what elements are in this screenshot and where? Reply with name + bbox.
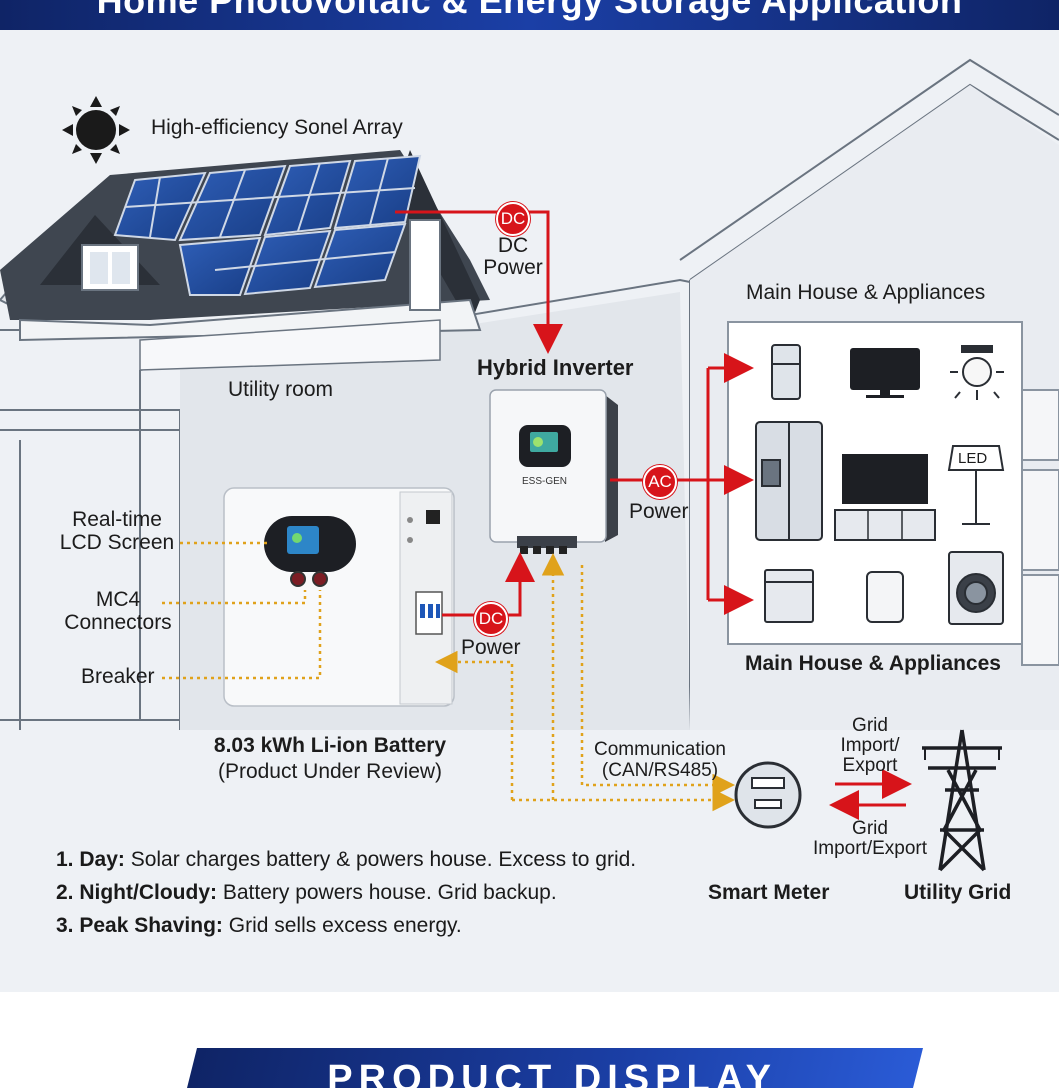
appliance-tv-stand-icon	[834, 454, 936, 541]
top-title-banner: Home Photovoltaic & Energy Storage Appli…	[0, 0, 1059, 30]
scene-drawing	[0, 58, 1059, 1002]
dc-top-badge: DC	[496, 202, 530, 236]
grid-bottom-label-1: Grid	[852, 818, 888, 839]
solar-panels	[113, 154, 422, 296]
lcd-label-1: Real-time	[72, 508, 162, 531]
product-display-banner: PRODUCT DISPLAY	[187, 1048, 923, 1088]
product-display-title: PRODUCT DISPLAY	[327, 1058, 777, 1088]
note-peak-shaving: 3. Peak Shaving: Grid sells excess energ…	[56, 914, 462, 937]
hybrid-inverter-title: Hybrid Inverter	[477, 355, 634, 380]
communication-label-2: (CAN/RS485)	[601, 760, 719, 781]
page-title: Home Photovoltaic & Energy Storage Appli…	[96, 0, 963, 21]
ac-badge: AC	[643, 465, 677, 499]
smart-meter-icon	[734, 761, 802, 829]
utility-tower-icon	[922, 729, 1002, 872]
appliance-floor-lamp-icon	[947, 445, 1005, 525]
grid-bottom-label-2: Import/Export	[812, 838, 928, 859]
dc-top-label-2: Power	[483, 256, 543, 279]
sun-icon	[62, 96, 130, 164]
battery-title: 8.03 kWh Li-ion Battery	[213, 734, 447, 757]
power-lines	[395, 210, 912, 820]
note-day: 1. Day: Solar charges battery & powers h…	[56, 848, 637, 871]
ac-power-label: Power	[629, 500, 689, 523]
communication-label-1: Communication	[594, 739, 726, 760]
battery-subtitle: (Product Under Review)	[217, 760, 443, 783]
mc4-label-1: MC4	[95, 588, 141, 611]
dc-top-label-1: DC	[497, 234, 529, 257]
battery-unit	[223, 487, 455, 707]
operation-notes: 1. Day: Solar charges battery & powers h…	[56, 848, 636, 947]
note-night: 2. Night/Cloudy: Battery powers house. G…	[56, 881, 557, 904]
appliance-router-icon	[866, 571, 904, 623]
hybrid-inverter-unit	[489, 389, 618, 554]
breaker-label: Breaker	[81, 665, 155, 688]
side-window	[1021, 389, 1059, 666]
mc4-label-2: Connectors	[64, 611, 172, 634]
signal-lines	[162, 541, 735, 812]
smart-meter-label: Smart Meter	[708, 881, 830, 904]
inverter-brand-label: ESS-GEN	[522, 476, 568, 487]
appliance-dishwasher-icon	[764, 569, 814, 623]
utility-room-label: Utility room	[228, 378, 334, 401]
appliance-fridge-small-icon	[771, 344, 801, 400]
utility-grid-label: Utility Grid	[904, 881, 1012, 904]
grid-top-label-3: Export	[842, 755, 898, 776]
appliance-ceiling-light-icon	[950, 345, 1004, 400]
application-diagram: High-efficiency Sonel Array DC DC Power …	[0, 30, 1059, 1002]
main-house-label-top: Main House & Appliances	[746, 281, 986, 304]
grid-top-label-1: Grid	[852, 715, 888, 736]
appliance-fridge-large-icon	[755, 421, 823, 541]
appliance-washing-machine-icon	[948, 551, 1004, 625]
main-house-label-bottom: Main House & Appliances	[745, 652, 1001, 675]
led-lamp-label: LED	[958, 450, 988, 467]
grid-top-label-2: Import/	[840, 735, 900, 756]
dc-battery-power-label: Power	[461, 636, 521, 659]
lcd-label-2: LCD Screen	[59, 531, 175, 554]
solar-array-label: High-efficiency Sonel Array	[151, 116, 403, 139]
dc-battery-badge: DC	[474, 602, 508, 636]
appliance-tv-icon	[850, 348, 920, 398]
